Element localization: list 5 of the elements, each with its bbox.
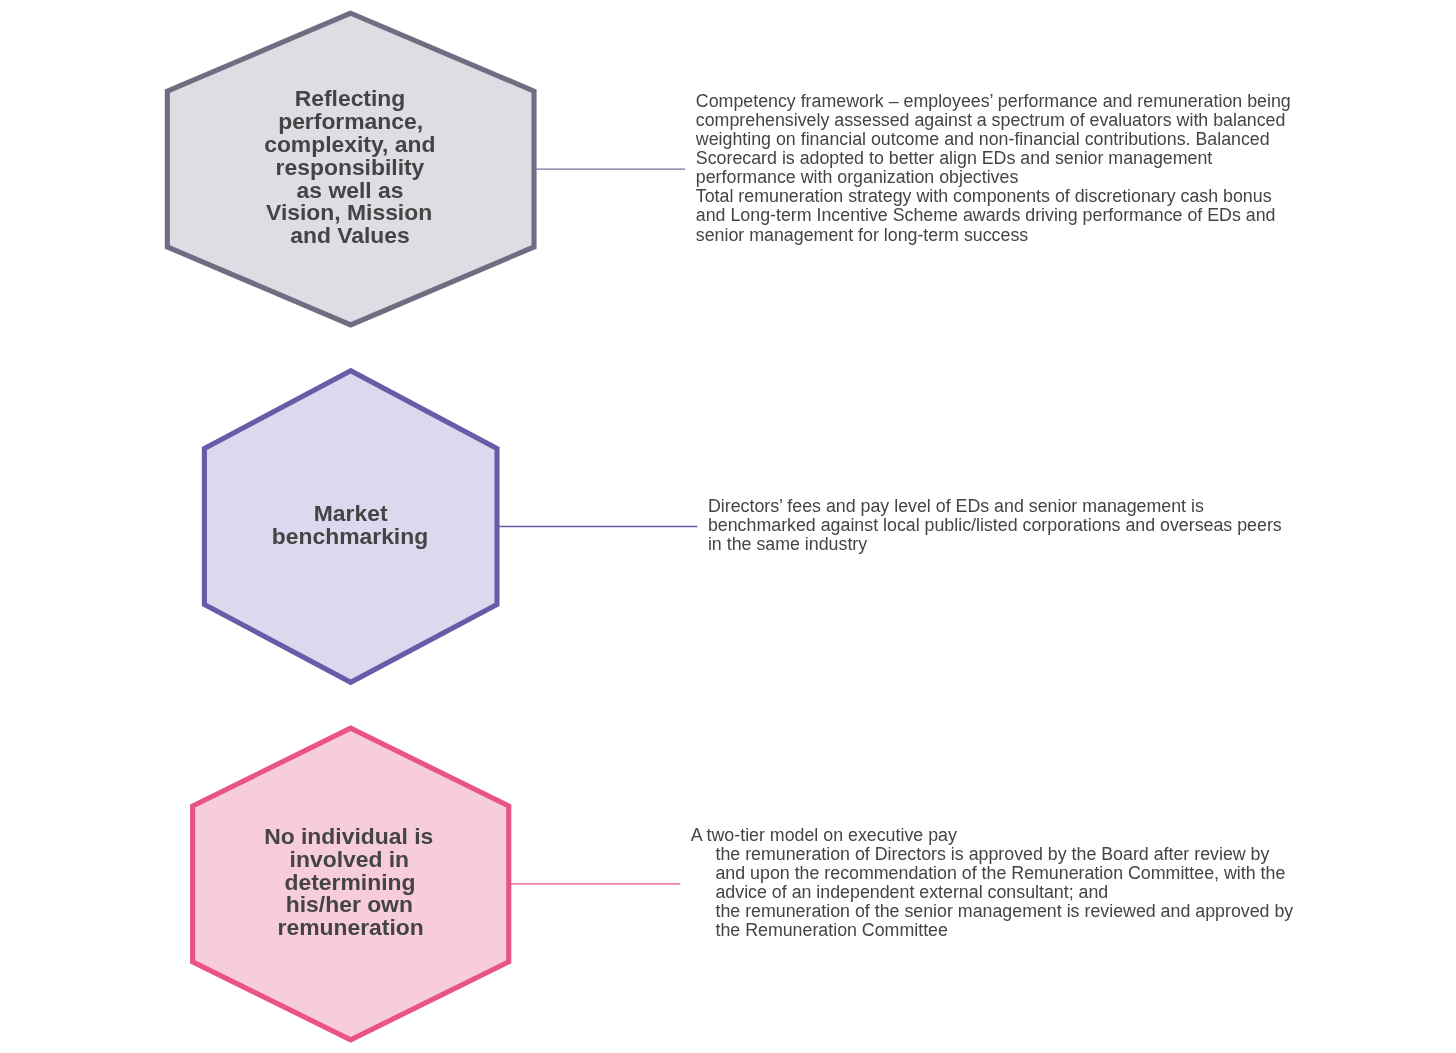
node-text: Competency framework – employees’ performance and remuneration being comprehensively assessed against a spectrum of evaluators with balanced weighting on financial outcome and non-financial contributions. Balanced Scorecard is adopted to better align EDs and senior management performance with organization objectives Total remuneration strategy with components of discretionary cash bonus and Long-term Incentive Scheme awards driving performance of EDs and senior management for long-term success xyxy=(695,90,1291,245)
connector xyxy=(496,525,698,528)
node-text: A two-tier model on executive pay the remuneration of Directors is approved by the Board after review by and upon the recommendation of the Remuneration Committee, with the advice of an independent external consultant; and the remuneration of the senior management is reviewed and approved by the Remuneration Committee xyxy=(690,824,1293,941)
connector xyxy=(533,168,686,170)
node-text: Directors’ fees and pay level of EDs and senior management is benchmarked against local public/listed corporations and overseas peers in the same industry xyxy=(707,496,1282,555)
